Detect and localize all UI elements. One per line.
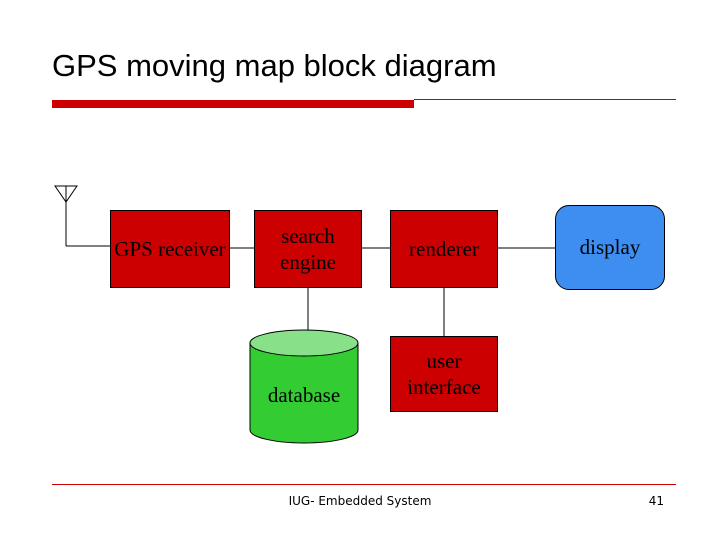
antenna-icon [54, 185, 110, 247]
renderer-block: renderer [390, 210, 498, 288]
search-engine-block: search engine [254, 210, 362, 288]
database-label: database [267, 383, 341, 407]
user-interface-block: user interface [390, 336, 498, 412]
page-number: 41 [648, 494, 664, 508]
footer-divider [52, 484, 676, 485]
display-block: display [555, 205, 665, 290]
gps-receiver-block: GPS receiver [110, 210, 230, 288]
slide-title: GPS moving map block diagram [52, 48, 497, 83]
title-underline-thin [414, 99, 676, 100]
database-cylinder [249, 329, 359, 444]
footer-text: IUG- Embedded System [288, 494, 432, 508]
title-underline-thick [52, 100, 414, 108]
